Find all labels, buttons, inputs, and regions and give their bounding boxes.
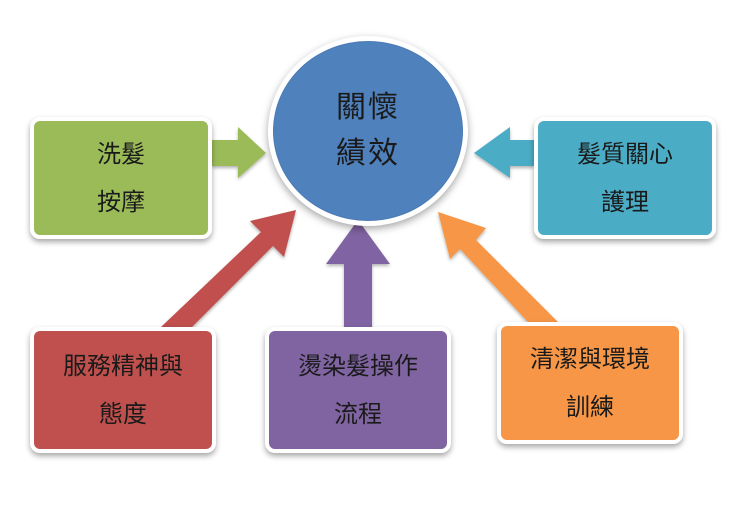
center-label-line1: 關懷: [336, 90, 400, 125]
node-clean-environment: 清潔與環境 訓練: [497, 322, 683, 444]
node-perm-line1: 燙染髮操作: [298, 352, 418, 380]
arrow-clean: [438, 212, 558, 322]
center-label-line2: 績效: [336, 136, 400, 171]
node-wash-massage: 洗髮 按摩: [30, 117, 212, 239]
center-label: 關懷 績效: [336, 85, 400, 177]
center-node: 關懷 績效: [268, 36, 468, 226]
arrow-care: [474, 127, 534, 178]
node-spirit-line1: 服務精神與: [63, 352, 183, 380]
node-care-line2: 護理: [601, 188, 649, 216]
node-wash-line1: 洗髮: [97, 140, 145, 168]
arrow-wash: [212, 127, 266, 178]
node-perm-dye-process: 燙染髮操作 流程: [265, 327, 451, 453]
arrow-spirit: [160, 210, 296, 327]
node-care-line1: 髮質關心: [577, 140, 673, 168]
node-clean-line2: 訓練: [566, 393, 614, 421]
node-clean-line1: 清潔與環境: [530, 345, 650, 373]
arrow-perm: [326, 220, 390, 327]
node-service-spirit: 服務精神與 態度: [30, 327, 216, 453]
node-spirit-line2: 態度: [99, 400, 147, 428]
node-wash-line2: 按摩: [97, 188, 145, 216]
node-hair-care: 髮質關心 護理: [534, 117, 716, 239]
node-perm-line2: 流程: [334, 400, 382, 428]
